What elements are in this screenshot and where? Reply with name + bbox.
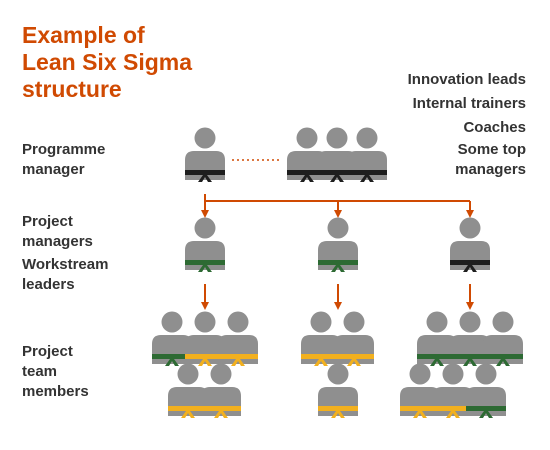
team-left-top-person-2 — [185, 311, 225, 366]
connector-lines — [201, 159, 474, 310]
role-innovation-leads: Innovation leads — [407, 71, 526, 88]
team-left-bottom-person-1 — [168, 363, 208, 418]
project-manager-person-2 — [318, 217, 358, 272]
team-middle-top-person-1 — [301, 311, 341, 366]
title-line-3: structure — [22, 76, 122, 102]
title-line-1: Example of — [22, 22, 145, 48]
label-ws-line-2: leaders — [22, 276, 75, 293]
team-left-top-person-1 — [152, 311, 192, 366]
project-manager-person-3 — [450, 217, 490, 272]
label-workstream-leaders: Workstream leaders — [22, 255, 108, 295]
role-coaches: Coaches — [463, 119, 526, 136]
label-project-managers: Project managers — [22, 212, 93, 252]
label-pm-line-2: managers — [22, 233, 93, 250]
team-right-top-person-2 — [450, 311, 490, 366]
role-some-top: Some top — [457, 141, 526, 158]
label-pm-line-1: Project — [22, 213, 73, 230]
support-roles-list: Innovation leads Internal trainers Coach… — [408, 68, 526, 180]
title-line-2: Lean Six Sigma — [22, 49, 193, 75]
label-ws-line-1: Workstream — [22, 256, 109, 273]
project-manager-person-1 — [185, 217, 225, 272]
label-team-line-2: team — [22, 363, 58, 380]
team-right-bottom-person-2 — [433, 363, 473, 418]
team-left-bottom-person-2 — [201, 363, 241, 418]
label-team-line-1: Project — [22, 343, 73, 360]
label-programme-manager: Programme manager — [22, 140, 105, 180]
team-middle-bottom-person-1 — [318, 363, 358, 418]
role-managers: managers — [455, 161, 526, 178]
team-middle-top-person-2 — [334, 311, 374, 366]
team-right-top-person-1 — [417, 311, 457, 366]
label-programme-line-1: Programme — [22, 141, 106, 158]
people-icons — [152, 127, 523, 418]
label-team-line-3: members — [22, 383, 89, 400]
label-project-team-members: Project team members — [22, 342, 89, 402]
programme-group-person-3 — [347, 127, 387, 182]
team-right-bottom-person-3 — [466, 363, 506, 418]
team-right-top-person-3 — [483, 311, 523, 366]
diagram-title: Example of Lean Six Sigma structure — [22, 22, 192, 103]
team-left-top-person-3 — [218, 311, 258, 366]
programme-manager-person — [185, 127, 225, 182]
label-programme-line-2: manager — [22, 161, 85, 178]
role-internal-trainers: Internal trainers — [412, 95, 526, 112]
team-right-bottom-person-1 — [400, 363, 440, 418]
